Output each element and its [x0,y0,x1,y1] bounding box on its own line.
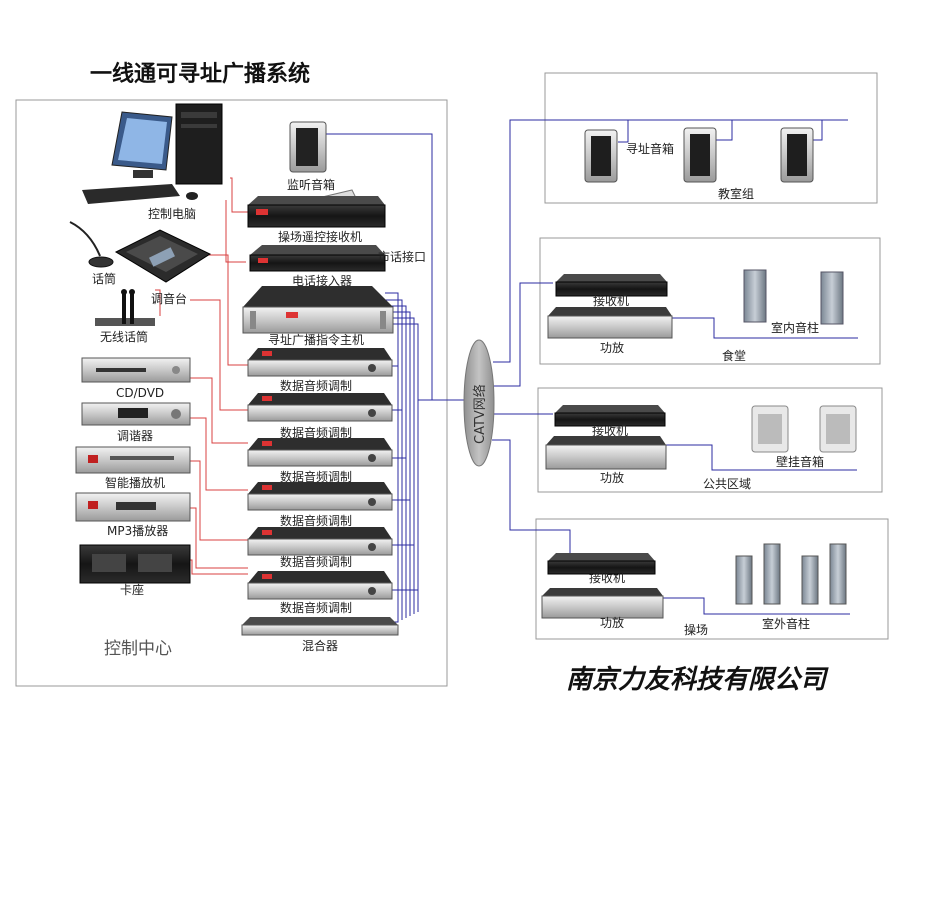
signal-mixer-label: 混合器 [302,638,338,653]
remote-receiver [247,196,386,228]
control-pc [82,103,223,204]
tuner [81,402,191,426]
public-wall-speakers [751,405,857,453]
smart-player [75,446,191,474]
canteen-receiver-label: 接收机 [593,293,629,308]
canteen-zone-frame [539,237,881,365]
public-receiver [554,405,666,427]
playground-amplifier [541,588,664,619]
audio-modulator-label: 数据音频调制 [280,554,352,569]
classroom-speaker-label: 寻址音箱 [626,141,674,156]
smart-player-label: 智能播放机 [105,475,165,490]
broadcast-host [242,286,394,334]
phone-interface [249,245,386,272]
canteen-amplifier [547,307,673,339]
catv-network-node [463,339,495,467]
public-receiver-label: 接收机 [592,423,628,438]
audio-modulator [247,527,393,556]
audio-modulator-label: 数据音频调制 [280,469,352,484]
mp3-player-label: MP3播放器 [107,523,168,538]
playground-zone-frame [535,518,889,640]
playground-zone-label: 操场 [684,622,708,637]
public-amplifier [545,436,667,470]
tuner-label: 调谐器 [117,429,153,443]
audio-modulator [247,348,393,377]
monitor-speaker-label: 监听音箱 [287,177,335,192]
mixer [114,229,212,283]
diagram-title: 一线通可寻址广播系统 [90,61,310,87]
remote-receiver-label: 操场遥控接收机 [278,229,362,244]
cassette-deck-label: 卡座 [120,582,144,597]
playground-outdoor-speakers [735,543,847,605]
cd-dvd-player [81,357,191,383]
monitor-speaker [289,121,357,207]
canteen-speaker-label: 室内音柱 [771,320,819,335]
playground-receiver [547,553,656,575]
playground-receiver-label: 接收机 [589,570,625,585]
wireless-microphone-label: 无线话筒 [100,329,148,344]
signal-mixer [241,617,399,636]
classroom-speakers [584,127,814,183]
catv-signal-lines [325,119,858,623]
broadcast-host-label: 寻址广播指令主机 [268,332,364,347]
control-center-label: 控制中心 [104,639,172,659]
audio-modulator-label: 数据音频调制 [280,378,352,393]
mp3-player [75,492,191,522]
public-amplifier-label: 功放 [600,470,624,485]
audio-signal-lines [155,177,248,575]
classroom-group-label: 教室组 [718,186,754,201]
control-pc-label: 控制电脑 [148,207,196,221]
audio-modulator [247,393,393,422]
audio-modulator-label: 数据音频调制 [280,513,352,528]
playground-speaker-label: 室外音柱 [762,616,810,631]
classroom-zone-frame [544,72,878,204]
catv-network-label: CATV网络 [472,384,488,444]
audio-modulator-label: 数据音频调制 [280,600,352,615]
company-name: 南京力友科技有限公司 [566,665,829,695]
wireless-microphone [95,289,155,326]
canteen-receiver [555,274,668,297]
audio-modulator [247,438,393,467]
audio-modulator [247,482,393,511]
playground-amplifier-label: 功放 [600,615,624,630]
mixer-label: 调音台 [151,291,187,306]
audio-modulator [247,571,393,600]
canteen-column-speakers [743,269,844,325]
public-zone-frame [537,387,883,493]
control-center-frame [15,99,448,687]
cd-dvd-label: CD/DVD [116,386,164,400]
public-speaker-label: 壁挂音箱 [776,454,824,469]
phone-interface-label: 电话接入器 [292,273,352,288]
canteen-amplifier-label: 功放 [600,340,624,355]
canteen-zone-label: 食堂 [722,348,746,363]
phone-port-label: 市话接口 [378,249,426,264]
cassette-deck [79,544,191,584]
microphone [69,221,114,268]
public-zone-label: 公共区域 [703,477,751,491]
microphone-label: 话筒 [92,271,116,286]
audio-modulator-label: 数据音频调制 [280,425,352,440]
